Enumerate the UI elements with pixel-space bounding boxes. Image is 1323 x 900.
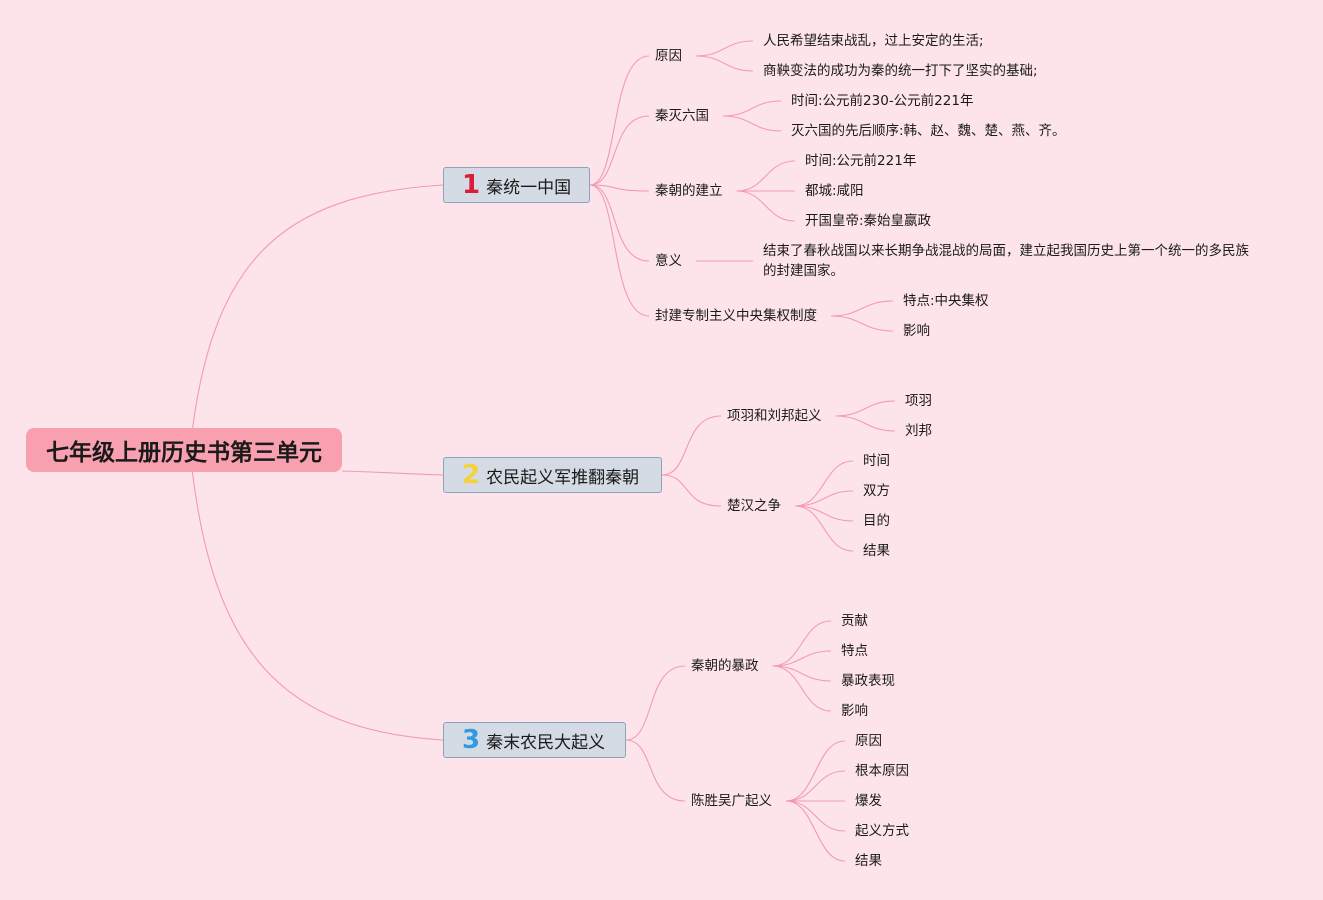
leaf-b2c2a[interactable]: 时间: [863, 453, 890, 469]
leaf-link: [785, 800, 846, 832]
leaf-link: [736, 190, 796, 222]
root-link-b3: [189, 449, 444, 741]
root-link-b1: [189, 184, 444, 451]
branch-link: [661, 415, 722, 476]
subtopic-b1c5[interactable]: 封建专制主义中央集权制度: [655, 308, 817, 324]
leaf-b1c3b[interactable]: 都城:咸阳: [805, 183, 864, 199]
leaf-link: [830, 315, 894, 332]
leaf-b2c1a[interactable]: 项羽: [905, 393, 932, 409]
leaf-b3c2c[interactable]: 爆发: [855, 793, 882, 809]
subtopic-b2c1[interactable]: 项羽和刘邦起义: [727, 408, 822, 424]
leaf-link: [794, 460, 854, 507]
root-topic[interactable]: 七年级上册历史书第三单元: [26, 428, 342, 472]
branch-number-badge: 2: [462, 460, 481, 490]
branch-number-badge: 1: [462, 170, 481, 200]
leaf-link: [772, 650, 832, 667]
leaf-link: [830, 300, 894, 317]
leaf-b1c2b[interactable]: 灭六国的先后顺序:韩、赵、魏、楚、燕、齐。: [791, 123, 1066, 139]
leaf-link: [736, 160, 796, 192]
leaf-b3c2b[interactable]: 根本原因: [855, 763, 909, 779]
leaf-link: [695, 55, 754, 72]
leaf-b3c1b[interactable]: 特点: [841, 643, 868, 659]
leaf-link: [835, 400, 896, 417]
branch-link: [589, 184, 650, 192]
leaf-b1c5a[interactable]: 特点:中央集权: [903, 293, 989, 309]
leaf-link: [794, 490, 854, 507]
leaf-link: [695, 40, 754, 57]
leaf-b1c2a[interactable]: 时间:公元前230-公元前221年: [791, 93, 974, 109]
subtopic-b1c1[interactable]: 原因: [655, 48, 682, 64]
leaf-link: [785, 770, 846, 802]
leaf-link: [772, 665, 832, 712]
leaf-b1c4a[interactable]: 结束了春秋战国以来长期争战混战的局面，建立起我国历史上第一个统一的多民族的封建国…: [763, 243, 1249, 279]
leaf-link: [785, 800, 846, 862]
branch-number-badge: 3: [462, 725, 481, 755]
subtopic-b1c4[interactable]: 意义: [655, 253, 682, 269]
root-link-b2: [341, 470, 444, 476]
leaf-b2c1b[interactable]: 刘邦: [905, 423, 932, 439]
branch-link: [661, 474, 722, 507]
branch-topic-label: 秦统一中国: [486, 177, 572, 198]
branch-link: [589, 184, 650, 317]
leaf-b1c3c[interactable]: 开国皇帝:秦始皇嬴政: [805, 213, 932, 229]
leaf-link: [722, 100, 782, 117]
branch-link: [589, 55, 650, 186]
leaf-link: [794, 505, 854, 552]
subtopic-b2c2[interactable]: 楚汉之争: [727, 498, 781, 514]
leaf-link: [772, 620, 832, 667]
branch-link: [589, 184, 650, 262]
root-topic-label: 七年级上册历史书第三单元: [46, 440, 322, 466]
leaf-link: [785, 740, 846, 802]
leaf-b3c1c[interactable]: 暴政表现: [841, 673, 895, 689]
subtopic-b1c3[interactable]: 秦朝的建立: [655, 183, 723, 199]
branch-topic-label: 秦末农民大起义: [486, 732, 606, 753]
leaf-link: [722, 115, 782, 132]
leaf-b1c5b[interactable]: 影响: [903, 323, 930, 339]
leaf-b3c2d[interactable]: 起义方式: [855, 823, 909, 839]
branch-link: [625, 665, 686, 741]
leaf-b3c2a[interactable]: 原因: [855, 733, 882, 749]
leaf-link: [772, 665, 832, 682]
leaf-b2c2c[interactable]: 目的: [863, 513, 890, 529]
leaf-b1c3a[interactable]: 时间:公元前221年: [805, 153, 917, 169]
leaf-b2c2d[interactable]: 结果: [863, 543, 890, 559]
subtopic-b3c1[interactable]: 秦朝的暴政: [691, 658, 759, 674]
leaf-b1c1a[interactable]: 人民希望结束战乱，过上安定的生活;: [763, 33, 984, 49]
branch-link: [625, 739, 686, 802]
leaf-b1c1b[interactable]: 商鞅变法的成功为秦的统一打下了坚实的基础;: [763, 63, 1038, 79]
leaf-b3c1a[interactable]: 贡献: [841, 613, 868, 629]
leaf-link: [794, 505, 854, 522]
branch-topic-label: 农民起义军推翻秦朝: [486, 467, 640, 488]
leaf-b2c2b[interactable]: 双方: [863, 483, 890, 499]
subtopic-b1c2[interactable]: 秦灭六国: [655, 108, 709, 124]
subtopic-b3c2[interactable]: 陈胜吴广起义: [691, 793, 772, 809]
leaf-link: [835, 415, 896, 432]
leaf-b3c2e[interactable]: 结果: [855, 853, 882, 869]
leaf-b3c1d[interactable]: 影响: [841, 703, 868, 719]
branch-link: [589, 115, 650, 186]
